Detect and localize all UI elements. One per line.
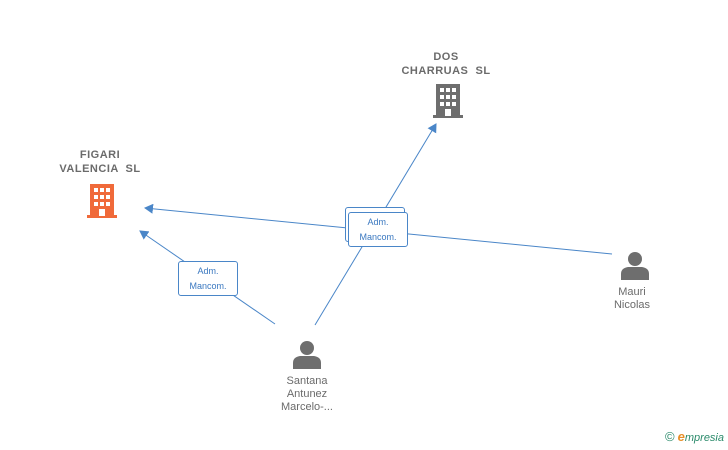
person-name-line3: Marcelo-... (281, 401, 333, 413)
company-name-line2: VALENCIA SL (59, 163, 141, 175)
company-label-dos-charruas: DOS CHARRUAS SL (386, 50, 506, 78)
edge-label-line1: Adm. (197, 266, 219, 276)
person-name-line1: Santana (286, 375, 328, 387)
person-icon[interactable] (620, 250, 650, 280)
edge-label-line2: Mancom. (189, 281, 227, 291)
brand-logo-letter: e (677, 429, 685, 444)
person-label-mauri: Mauri Nicolas (592, 286, 672, 312)
building-icon[interactable] (432, 84, 464, 118)
copyright-symbol: © (665, 429, 675, 444)
building-icon[interactable] (86, 184, 118, 218)
edge-label-line2: Mancom. (359, 232, 397, 242)
person-name-line2: Nicolas (613, 299, 651, 311)
brand-name: mpresia (684, 432, 724, 444)
person-icon[interactable] (292, 339, 322, 369)
person-name-line1: Mauri (618, 286, 646, 298)
edge-label-left[interactable]: Adm. Mancom. (178, 261, 238, 296)
company-name-line1: FIGARI (79, 149, 121, 161)
person-label-santana: Santana Antunez Marcelo-... (257, 375, 357, 414)
company-name-line2: CHARRUAS SL (401, 65, 491, 77)
company-label-figari: FIGARI VALENCIA SL (40, 148, 160, 176)
brand-watermark: ©empresia (665, 429, 724, 444)
edge-label-center[interactable]: Adm. Mancom. (348, 212, 408, 247)
company-name-line1: DOS (433, 51, 459, 63)
edge-label-line1: Adm. (367, 217, 389, 227)
person-name-line2: Antunez (286, 388, 328, 400)
